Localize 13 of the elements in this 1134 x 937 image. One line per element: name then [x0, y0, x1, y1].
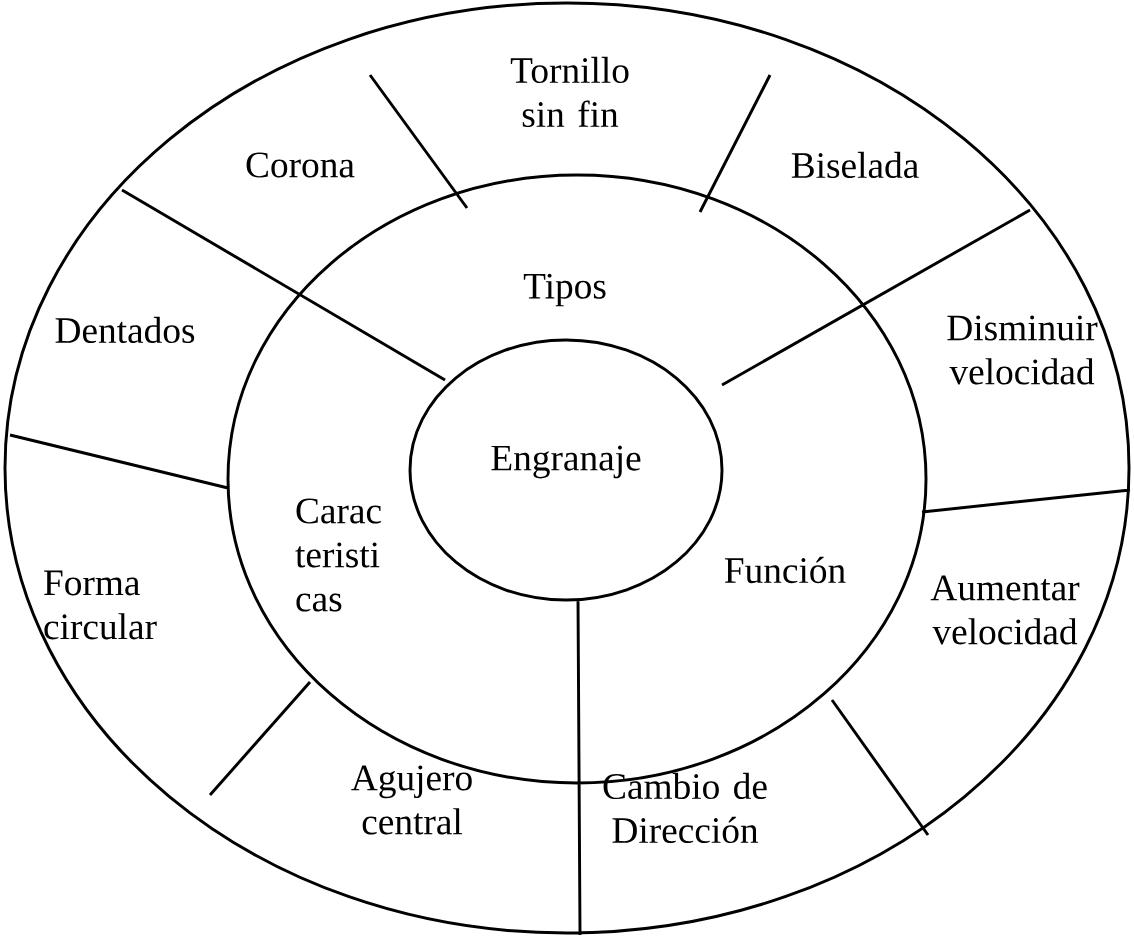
sector-label: Dentados — [55, 316, 195, 344]
sector-label: Forma circular — [44, 570, 157, 640]
center-label: Engranaje — [491, 445, 641, 479]
sector-label: Disminuir velocidad — [947, 315, 1098, 385]
sector-label: Función — [724, 556, 846, 584]
sector-label: Agujero central — [351, 765, 472, 835]
sector-label: Aumentar velocidad — [930, 575, 1080, 645]
sector-label: Biselada — [791, 151, 919, 179]
sector-label: Corona — [246, 152, 355, 178]
sector-label: Cambio de Dirección — [603, 772, 767, 844]
sector-label: Carac teristi cas — [295, 498, 381, 612]
sector-label: Tipos — [523, 273, 606, 307]
sector-label: Tornillo sin fin — [510, 56, 629, 128]
